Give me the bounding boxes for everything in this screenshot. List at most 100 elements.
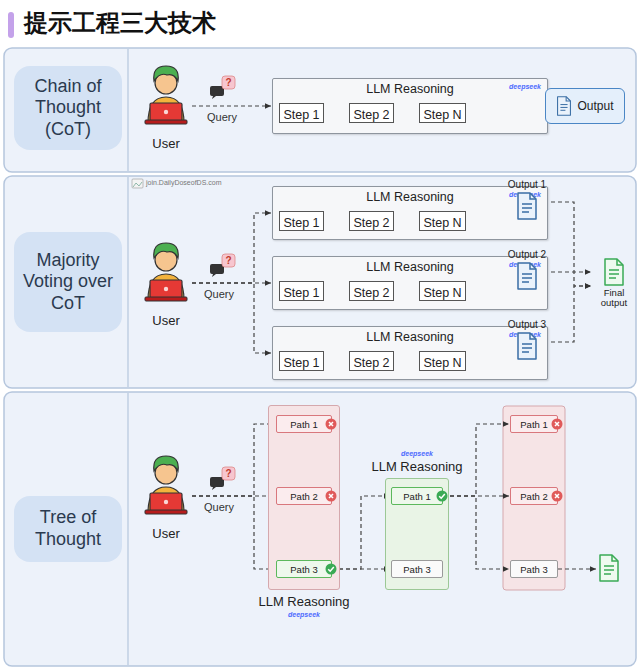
path-box: Path 1 — [510, 415, 558, 433]
node-text: Output 1 — [508, 179, 546, 190]
dashed-arrow — [192, 282, 271, 283]
page-title: 提示工程三大技术 — [24, 7, 216, 39]
path-box: Path 3 — [510, 560, 558, 578]
node-text: Majority Voting over CoT — [20, 250, 116, 315]
user-figure — [140, 238, 192, 302]
question-mark: ? — [222, 467, 235, 480]
step-box: Step 2 — [349, 281, 394, 301]
node-text: Step 1 — [283, 286, 319, 300]
deepseek-logo: deepseek — [401, 450, 433, 457]
step-box: Step N — [419, 351, 466, 371]
node-text: LLM Reasoning — [273, 190, 547, 204]
node-text: Output — [577, 99, 613, 113]
output-document: Output 2 — [503, 249, 551, 295]
step-box: Step N — [419, 211, 466, 231]
path-box: Path 3 — [276, 560, 332, 578]
node-text: Chain of Thought (CoT) — [20, 76, 116, 141]
query-label: Query — [207, 111, 237, 123]
llm-reasoning-box: LLM ReasoningdeepseekStep 1 Step 2 Step N — [272, 78, 548, 134]
step-box: Step 1 — [279, 351, 324, 371]
node-text: Path 1 — [520, 419, 547, 430]
document-icon — [603, 258, 625, 286]
dashed-arrow — [192, 213, 271, 283]
step-box: Step N — [419, 281, 466, 301]
final-output: Final output — [592, 258, 636, 314]
reasoning-column: LLM ReasoningdeepseekPath 1Path 2Path 3 — [268, 405, 340, 590]
document-icon — [556, 96, 572, 116]
dashed-arrow — [192, 424, 275, 496]
node-text: Tree of Thought — [20, 507, 116, 550]
watermark-icon — [132, 179, 143, 188]
user-figure — [140, 61, 192, 125]
cross-mark — [325, 490, 337, 502]
path-box: Path 3 — [391, 560, 443, 578]
cross-mark — [551, 418, 563, 430]
output-box: Output — [545, 88, 625, 124]
node-text: Step 1 — [283, 216, 319, 230]
node-text: Step N — [423, 286, 461, 300]
node-text: Path 3 — [403, 564, 430, 575]
node-text: Step N — [423, 216, 461, 230]
node-text: Step 2 — [353, 216, 389, 230]
node-text: Path 1 — [290, 419, 317, 430]
panel-dividers — [127, 49, 128, 665]
title-bar — [8, 12, 14, 38]
node-text: Step 1 — [283, 108, 319, 122]
step-box: Step 2 — [349, 351, 394, 371]
output-document: Output 3 — [503, 319, 551, 365]
node-text: Path 2 — [290, 491, 317, 502]
path-box: Path 1 — [391, 487, 443, 505]
dashed-arrow — [192, 496, 275, 569]
llm-reasoning-box: LLM ReasoningdeepseekStep 1Step 2Step N — [272, 256, 548, 310]
node-text: LLM Reasoning — [273, 82, 547, 96]
step-box: Step 2 — [349, 211, 394, 231]
node-text: Step 2 — [353, 286, 389, 300]
node-text: Step 2 — [353, 108, 389, 122]
dashed-arrow — [192, 283, 271, 353]
user-icon: User — [140, 61, 192, 151]
node-text: LLM Reasoning — [258, 594, 349, 609]
dashed-arrow — [443, 496, 509, 569]
path-box: Path 2 — [276, 487, 332, 505]
node-text: User — [134, 526, 198, 541]
node-text: Step 1 — [283, 356, 319, 370]
query-label: Query — [204, 501, 234, 513]
query-label: Query — [204, 288, 234, 300]
technique-label: Chain of Thought (CoT) — [14, 66, 122, 150]
question-mark: ? — [222, 76, 235, 89]
technique-label: Tree of Thought — [14, 496, 122, 562]
user-icon: User — [140, 238, 192, 328]
step-box: Step 2 — [349, 103, 394, 123]
dashed-arrow — [192, 495, 275, 496]
deepseek-logo: deepseek — [509, 83, 541, 90]
document-icon — [516, 332, 538, 360]
reasoning-column: deepseekLLM ReasoningPath 1Path 3 — [385, 478, 449, 590]
user-icon: User — [140, 451, 192, 541]
reasoning-column — [503, 406, 565, 590]
technique-label: Majority Voting over CoT — [14, 232, 122, 332]
final-output-icon — [558, 555, 618, 581]
document-icon — [516, 262, 538, 290]
output-document: Output 1 — [503, 179, 551, 225]
node-text: User — [134, 313, 198, 328]
watermark: join.DailyDoseofDS.com — [146, 179, 221, 186]
document-icon — [516, 192, 538, 220]
node-text: Step N — [423, 356, 461, 370]
node-text: Step N — [423, 108, 461, 122]
dashed-arrow — [551, 202, 591, 286]
node-text: Step 2 — [353, 356, 389, 370]
question-mark: ? — [222, 254, 235, 267]
node-text: LLM Reasoning — [273, 260, 547, 274]
node-text: Output 2 — [508, 249, 546, 260]
cross-mark — [551, 490, 563, 502]
dashed-arrow — [332, 568, 390, 569]
node-text: Final output — [592, 288, 636, 309]
dashed-arrow — [192, 105, 271, 106]
node-text: Output 3 — [508, 319, 546, 330]
node-text: User — [134, 136, 198, 151]
step-box: Step 1 — [279, 211, 324, 231]
path-box: Path 1 — [276, 415, 332, 433]
dashed-arrow — [551, 286, 591, 342]
node-text: Path 3 — [290, 564, 317, 575]
node-text: Path 2 — [520, 491, 547, 502]
